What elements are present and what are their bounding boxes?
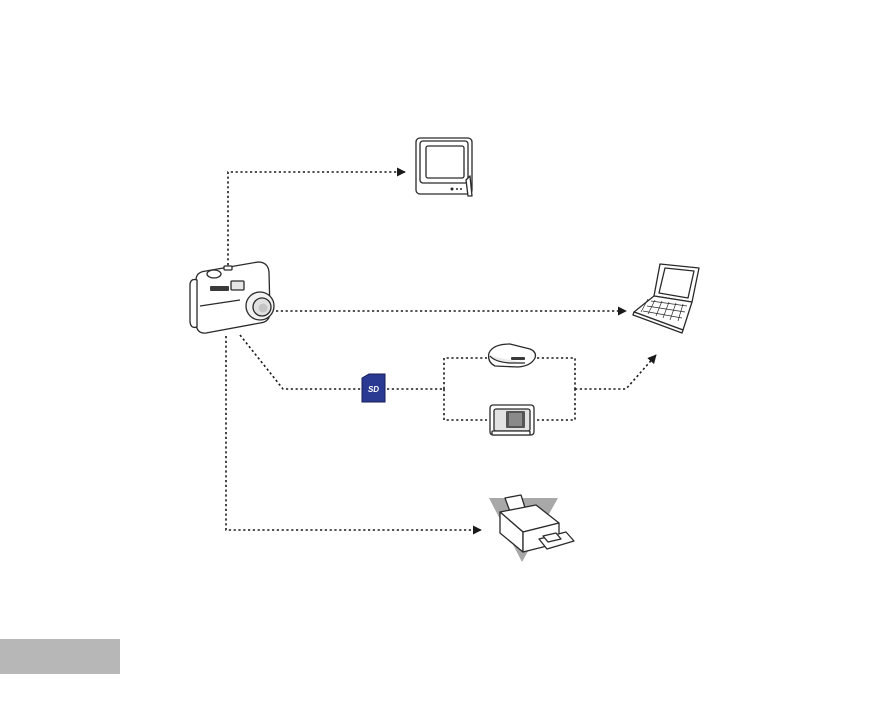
- page-tab: [0, 639, 120, 674]
- digital-camera-icon: [190, 262, 274, 333]
- usb-card-reader-icon: [489, 344, 536, 367]
- edge-usb-card-reader-to-laptop: [537, 358, 575, 389]
- sd-memory-card-icon: SD: [362, 374, 385, 402]
- connectors: [226, 172, 656, 530]
- edge-camera-to-tv: [228, 172, 405, 270]
- pc-card-adapter-icon: [490, 405, 534, 435]
- edge-readers-to-laptop: [575, 355, 656, 389]
- laptop-computer-icon: [633, 264, 699, 333]
- television-icon: [416, 138, 472, 196]
- photo-printer-icon: [489, 495, 574, 562]
- sd-card-label: SD: [368, 385, 379, 394]
- edge-pc-card-adapter-to-laptop: [537, 389, 575, 420]
- edge-camera-to-sd-card: [240, 335, 362, 389]
- edge-sd-card-to-usb-card-reader: [444, 358, 487, 389]
- edge-sd-card-to-pc-card-adapter: [444, 389, 487, 420]
